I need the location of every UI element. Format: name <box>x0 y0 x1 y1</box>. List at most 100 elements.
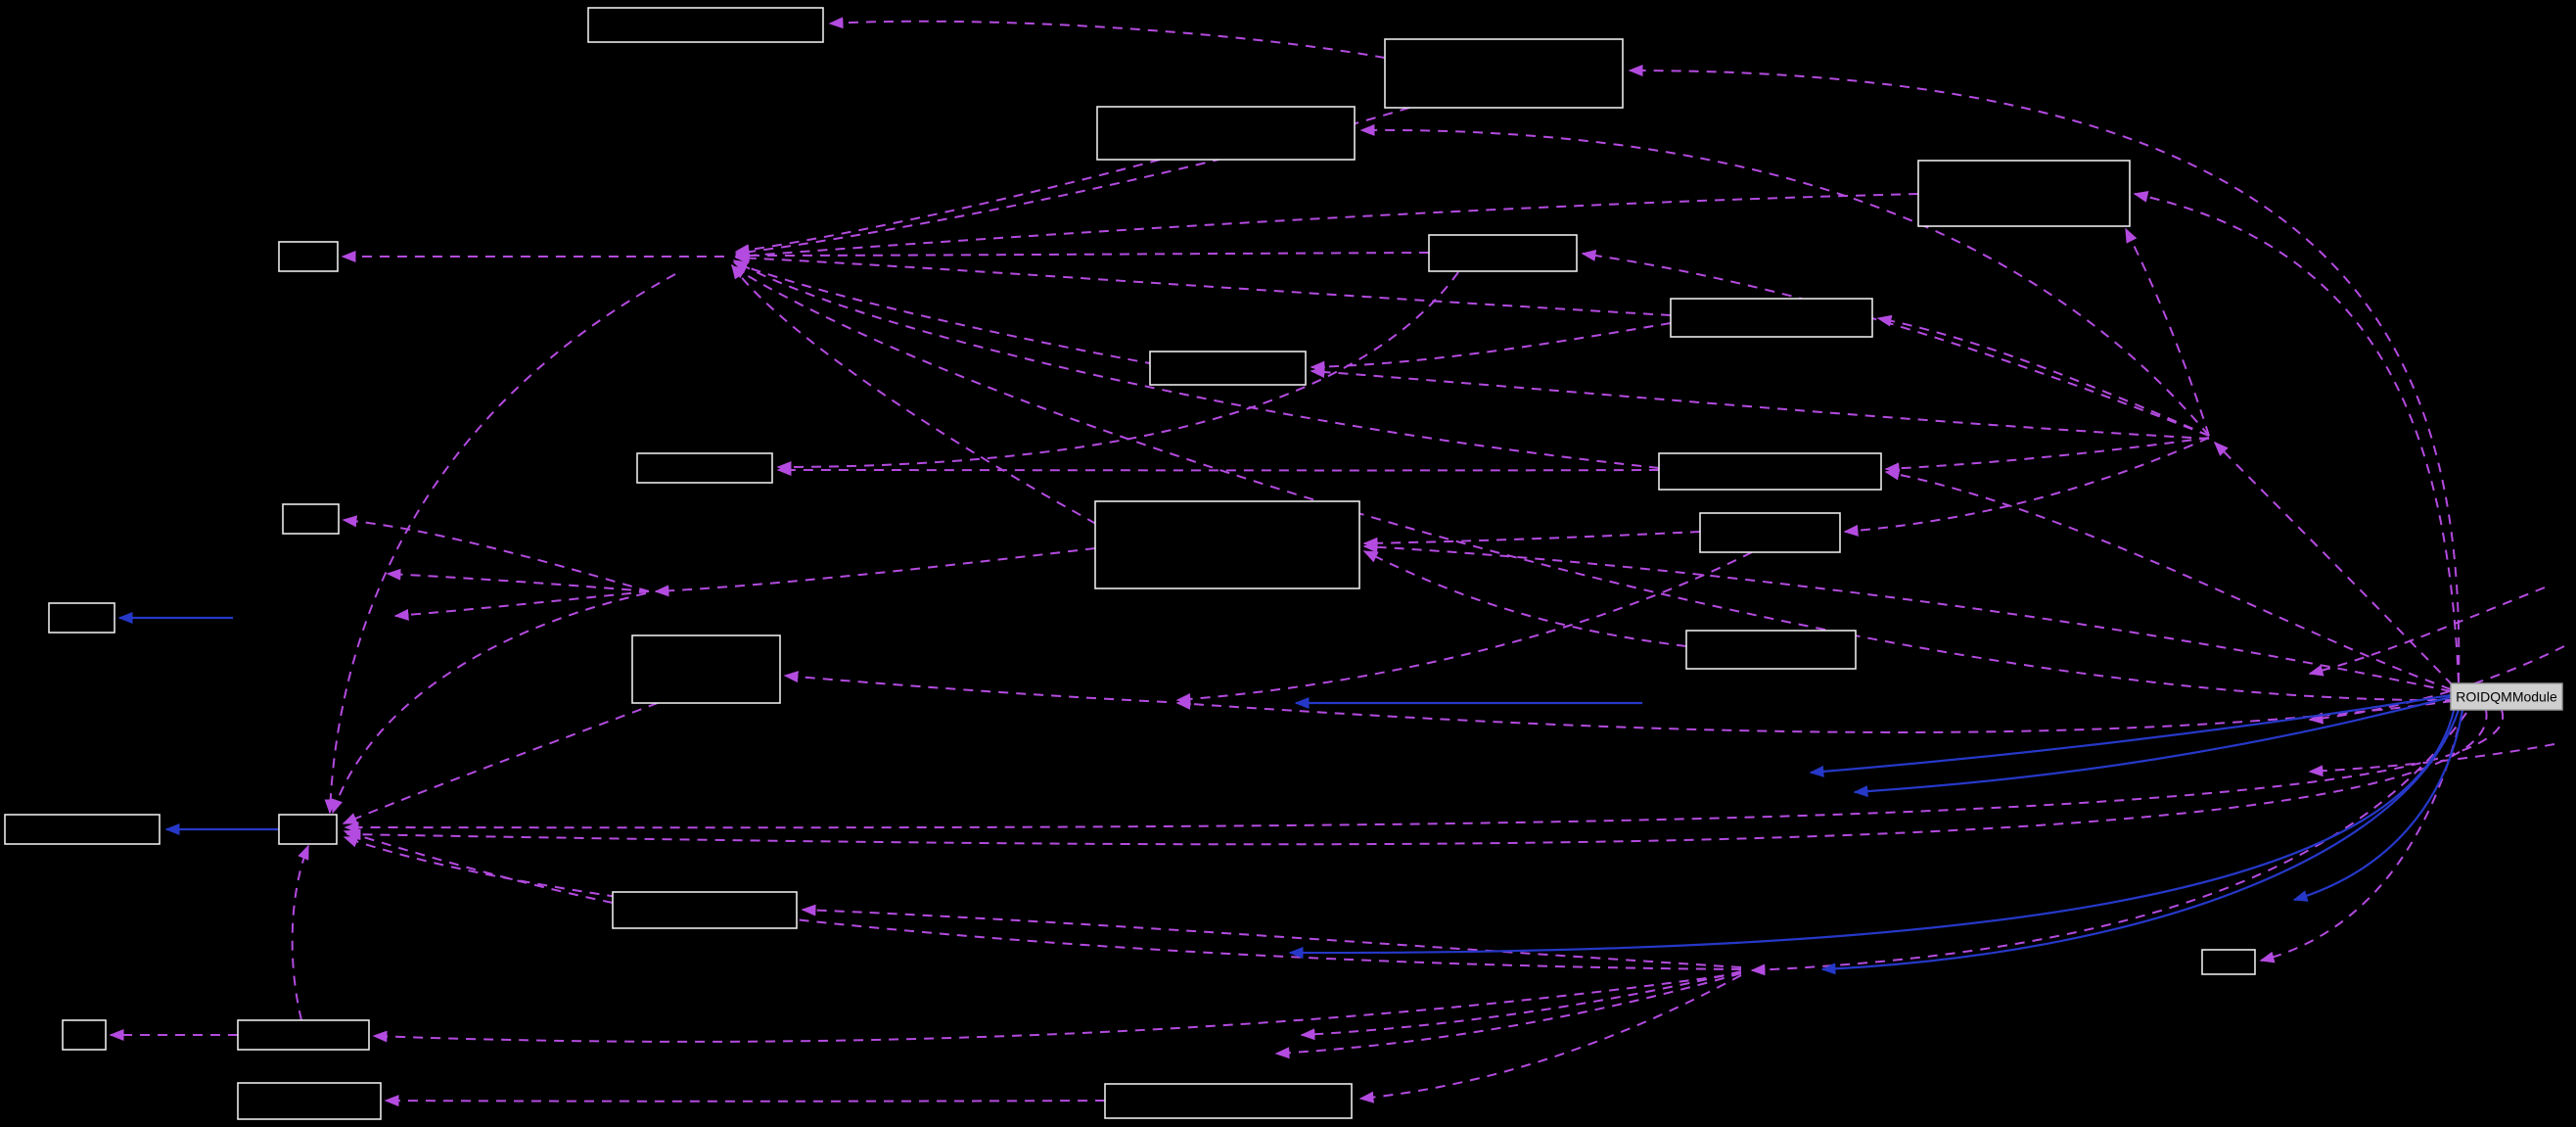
graph-edge-usage <box>344 709 2505 834</box>
graph-edge-inheritance <box>1288 706 2457 960</box>
graph-node[interactable] <box>1699 512 1841 553</box>
graph-edge-usage <box>2125 227 2210 437</box>
graph-edge-usage <box>1358 974 1742 1104</box>
graph-node[interactable] <box>1104 1083 1353 1119</box>
graph-edge-usage <box>343 835 1742 970</box>
graph-edge-usage <box>1843 437 2210 537</box>
graph-edge-inheritance <box>1820 709 2461 975</box>
graph-edge-usage <box>1581 250 2210 437</box>
graph-node[interactable] <box>612 891 798 929</box>
graph-edge-usage <box>2213 441 2454 686</box>
graph-edge-usage <box>1362 550 1687 647</box>
graph-edge-usage <box>654 547 1096 597</box>
graph-edge-usage <box>2259 710 2463 963</box>
node-box[interactable] <box>2201 949 2256 975</box>
node-box[interactable] <box>587 7 824 43</box>
node-box[interactable] <box>1428 234 1578 272</box>
node-box[interactable] <box>1096 106 1356 161</box>
node-box[interactable] <box>48 602 115 634</box>
node-box[interactable] <box>636 452 773 484</box>
graph-edge-usage <box>828 17 1386 59</box>
node-box[interactable] <box>237 1082 382 1120</box>
graph-edge-usage <box>1310 322 1672 373</box>
graph-edge-usage <box>734 159 1161 257</box>
graph-node[interactable] <box>2201 949 2256 975</box>
graph-edge-usage <box>384 1095 1106 1107</box>
graph-node[interactable] <box>1096 106 1356 161</box>
node-box[interactable] <box>612 891 798 929</box>
graph-node[interactable] <box>278 814 338 845</box>
node-box[interactable] <box>278 241 339 272</box>
graph-edge-usage <box>1175 551 1753 705</box>
node-box[interactable] <box>62 1019 107 1051</box>
graph-node[interactable] <box>1917 160 2131 227</box>
node-box[interactable] <box>1699 512 1841 553</box>
nodes-layer: ROIDQMModule <box>4 7 2563 1120</box>
graph-edge-usage <box>372 972 1742 1043</box>
graph-node[interactable] <box>1149 351 1307 386</box>
graph-edge-usage <box>386 568 650 592</box>
node-box[interactable] <box>1670 298 1873 338</box>
graph-edge-usage <box>2308 587 2546 677</box>
graph-node[interactable] <box>1658 452 1882 491</box>
graph-edge-inheritance <box>1809 693 2452 777</box>
node-box[interactable] <box>278 814 338 845</box>
graph-node[interactable] <box>1094 500 1360 589</box>
graph-node[interactable] <box>48 602 115 634</box>
graph-edge-usage <box>1300 970 1742 1041</box>
current-node-box <box>2450 682 2563 711</box>
graph-node[interactable] <box>636 452 773 484</box>
graph-edge-usage <box>801 904 1742 968</box>
graph-edge-inheritance <box>2292 709 2464 902</box>
node-box[interactable] <box>1149 351 1307 386</box>
node-box[interactable] <box>237 1019 370 1051</box>
graph-edge-usage <box>1175 697 2454 733</box>
graph-edge-inheritance <box>1853 695 2452 798</box>
graph-edge-usage <box>734 249 1430 261</box>
node-box[interactable] <box>1685 630 1857 670</box>
graph-edge-usage <box>343 829 614 904</box>
node-box[interactable] <box>1094 500 1360 589</box>
graph-edge-usage <box>342 515 650 592</box>
graph-node[interactable] <box>237 1019 370 1051</box>
graph-node[interactable] <box>1428 234 1578 272</box>
node-box[interactable] <box>631 634 781 704</box>
graph-edge-usage <box>345 709 2488 846</box>
node-label: ROIDQMModule <box>2456 689 2557 705</box>
graph-node[interactable] <box>1670 298 1873 338</box>
graph-edge-usage <box>2133 191 2460 683</box>
node-box[interactable] <box>4 814 161 845</box>
node-box[interactable] <box>282 503 340 535</box>
graph-edge-usage <box>730 265 2456 702</box>
graph-edge-usage <box>776 271 1459 473</box>
node-box[interactable] <box>1384 38 1624 109</box>
graph-node[interactable] <box>282 503 340 535</box>
graph-node-current: ROIDQMModule <box>2450 682 2563 711</box>
graph-node[interactable] <box>1685 630 1857 670</box>
graph-edge-usage <box>1750 712 2467 976</box>
graph-edge-usage <box>342 702 659 824</box>
edges-layer <box>109 17 2565 1107</box>
graph-edge-usage <box>734 252 1672 316</box>
graph-node[interactable] <box>631 634 781 704</box>
node-box[interactable] <box>1917 160 2131 227</box>
graph-node[interactable] <box>587 7 824 43</box>
graph-edge-usage <box>291 844 309 1021</box>
graph-edge-usage <box>1628 65 2461 683</box>
graph-node[interactable] <box>4 814 161 845</box>
graph-edge-usage <box>1876 314 2210 437</box>
graph-node[interactable] <box>1384 38 1624 109</box>
graph-edge-usage <box>2308 743 2555 777</box>
graph-edge-usage <box>1884 437 2210 475</box>
graph-edge-usage <box>1362 531 1701 549</box>
node-box[interactable] <box>1104 1083 1353 1119</box>
graph-node[interactable] <box>237 1082 382 1120</box>
graph-edge-usage <box>731 263 1097 525</box>
graph-node[interactable] <box>62 1019 107 1051</box>
graph-edge-usage <box>393 590 650 621</box>
node-box[interactable] <box>1658 452 1882 491</box>
graph-edge-usage <box>1310 365 2210 440</box>
graph-node[interactable] <box>278 241 339 272</box>
